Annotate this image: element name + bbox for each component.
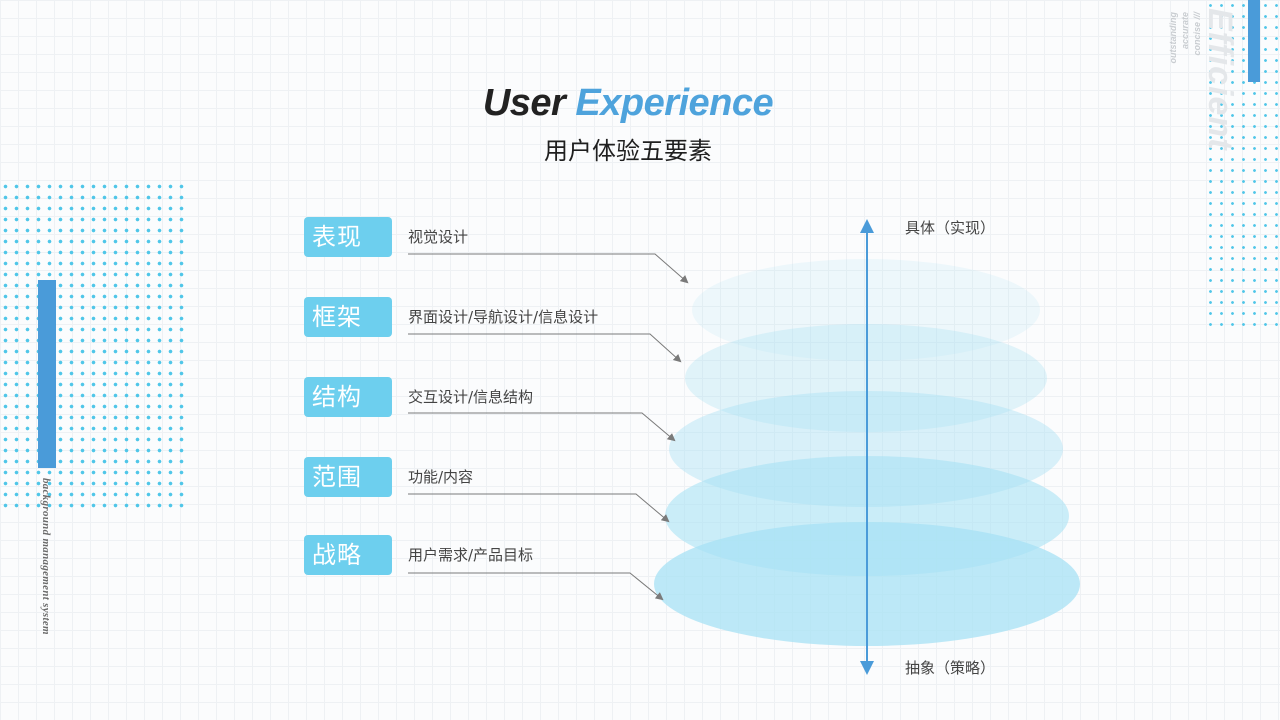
title-english: User Experience [0,80,1256,126]
dot-pattern-left [0,181,190,511]
layer-label-skeleton: 框架 [304,297,392,337]
axis-label-abstract: 抽象（策略） [905,659,996,677]
axis-label-concrete: 具体（实现） [905,219,996,237]
accent-bar-right [1248,0,1260,82]
connector-structure [408,412,676,442]
layer-desc-surface: 视觉设计 [408,228,469,246]
connector-skeleton [408,333,682,363]
title-word-experience: Experience [575,82,774,124]
title-chinese: 用户体验五要素 [544,137,712,165]
layer-label-structure: 结构 [304,377,392,417]
layer-label-strategy: 战略 [304,535,392,575]
vertical-caption-left: background management system [40,478,52,635]
connector-scope [408,493,670,523]
layer-desc-skeleton: 界面设计/导航设计/信息设计 [408,308,599,326]
accent-bar-left [38,280,56,468]
layer-desc-strategy: 用户需求/产品目标 [408,546,534,564]
connector-surface [408,253,689,284]
vertical-word-efficient: Efficient [1201,8,1239,151]
layer-desc-structure: 交互设计/信息结构 [408,388,534,406]
layer-desc-scope: 功能/内容 [408,468,474,486]
connector-strategy [408,572,664,601]
dot-pattern-right [1205,0,1280,330]
axis-arrow-up-icon [860,219,874,233]
layer-label-surface: 表现 [304,217,392,257]
axis-arrow-down-icon [860,661,874,675]
title-word-user: User [482,82,566,124]
layer-label-scope: 范围 [304,457,392,497]
